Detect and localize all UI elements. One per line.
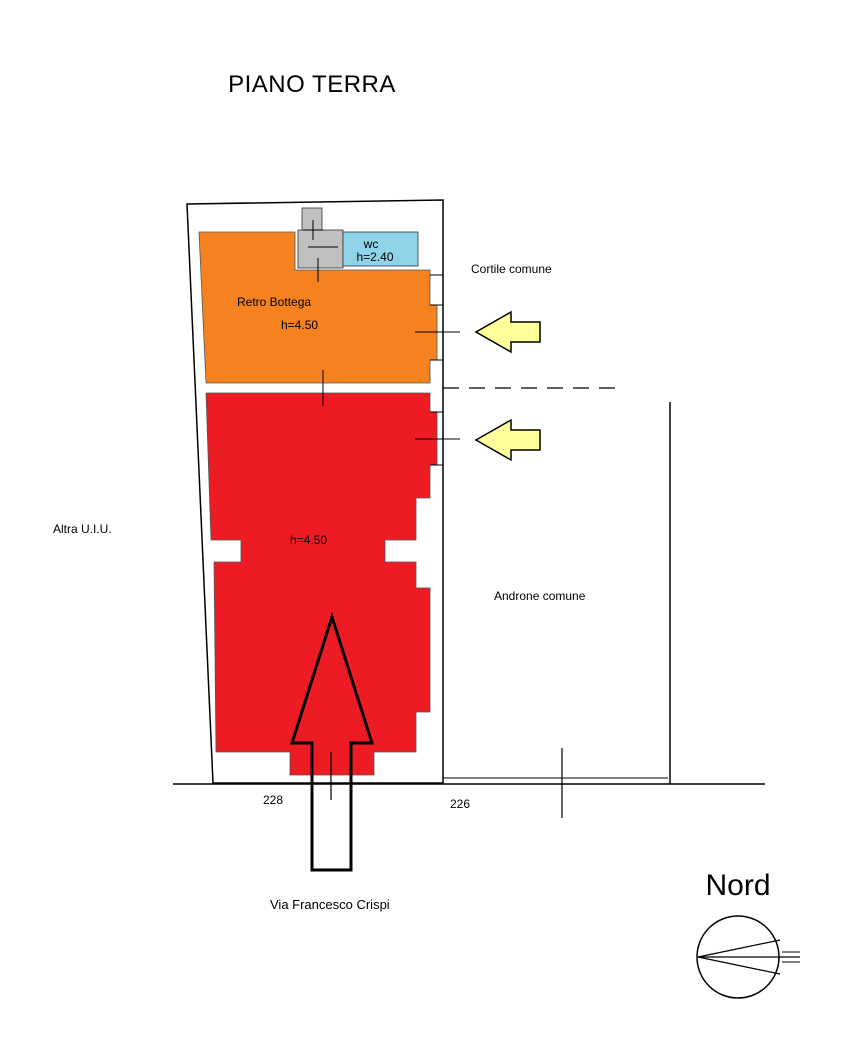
room-shop bbox=[205, 392, 438, 776]
wc-name-label: wc bbox=[363, 237, 379, 251]
retro-bottega-name-label: Retro Bottega bbox=[237, 295, 311, 309]
street-label: Via Francesco Crispi bbox=[270, 897, 390, 912]
civic-number-226: 226 bbox=[450, 797, 470, 811]
access-arrow-icon bbox=[474, 310, 541, 354]
compass-label: Nord bbox=[705, 869, 770, 902]
courtyard-label: Cortile comune bbox=[471, 262, 552, 276]
plan-title: PIANO TERRA bbox=[228, 71, 396, 98]
access-arrow-icon bbox=[474, 418, 541, 462]
stairs-landing bbox=[297, 229, 344, 269]
entrance-arrow-icon bbox=[289, 612, 375, 872]
shop-height-label: h=4.50 bbox=[290, 533, 327, 547]
room-wc bbox=[342, 231, 419, 267]
compass-icon bbox=[696, 915, 800, 999]
wc-height-label: h=2.40 bbox=[356, 250, 393, 264]
hallway-label: Androne comune bbox=[494, 589, 586, 603]
retro-bottega-height-label: h=4.50 bbox=[281, 318, 318, 332]
stairs-block bbox=[301, 207, 323, 231]
other-unit-label: Altra U.I.U. bbox=[53, 522, 112, 536]
civic-number-228: 228 bbox=[263, 793, 283, 807]
